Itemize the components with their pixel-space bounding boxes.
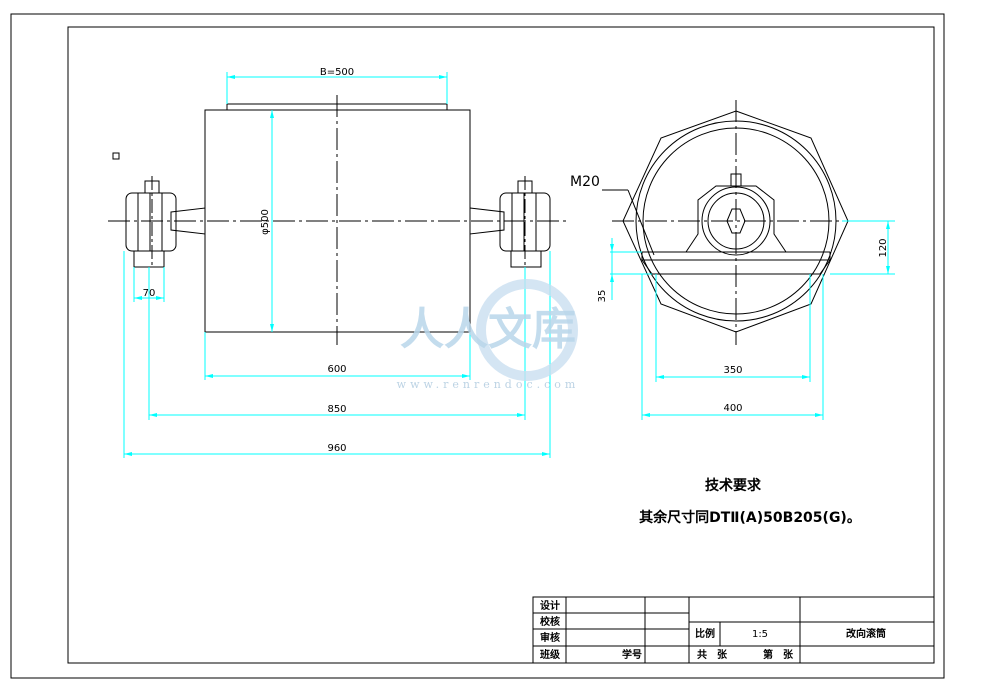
tb-student-no: 学号 [622, 648, 642, 661]
shaft-right [469, 207, 505, 235]
shaft-left [170, 207, 206, 235]
dim-hub-width: 70 [143, 288, 156, 299]
dim-bearing-span: 850 [327, 404, 346, 415]
front-view [108, 95, 566, 345]
right-bearing-housing [499, 176, 551, 268]
side-dimensions [610, 220, 895, 420]
dim-center-height: 120 [878, 238, 889, 257]
tb-design: 设计 [540, 599, 560, 612]
tb-scale-value: 1:5 [752, 629, 768, 640]
watermark: 人人文库 www.renrendoc.com [397, 279, 580, 391]
watermark-logo-ring [476, 279, 578, 381]
small-marker [112, 152, 120, 160]
tb-drawing-name: 改向滚筒 [846, 627, 886, 640]
left-bearing-housing [125, 176, 177, 268]
dim-base-length: 400 [723, 403, 742, 414]
side-dim-arrows [610, 221, 890, 417]
base-plate [641, 259, 831, 275]
dim-overall-length: 960 [327, 443, 346, 454]
watermark-text: 人人文库 [400, 304, 576, 355]
dim-belt-width: B=500 [320, 67, 354, 78]
inner-border [67, 26, 935, 664]
dim-drum-length: 600 [327, 364, 346, 375]
watermark-url: www.renrendoc.com [397, 378, 580, 391]
notes-body: 其余尺寸同DTⅡ(A)50B205(G)。 [639, 509, 861, 526]
dim-drum-diameter: φ500 [260, 209, 271, 235]
dim-base-height: 35 [597, 290, 608, 303]
tb-check: 校核 [540, 615, 560, 628]
shaft-hexagon [726, 208, 746, 234]
tb-sheet-no: 第 张 [763, 648, 794, 661]
dim-bolt-spacing: 350 [723, 365, 742, 376]
outer-border [10, 13, 945, 679]
front-dim-arrows [124, 75, 550, 456]
bearing-inner-ring [707, 192, 765, 250]
tb-review: 审核 [540, 631, 560, 644]
bearing-outer-ring [701, 186, 771, 256]
tb-class: 班级 [540, 648, 561, 661]
front-dimensions [123, 72, 551, 458]
notes-title: 技术要求 [705, 477, 762, 494]
tb-total-sheets: 共 张 [697, 648, 728, 661]
title-block [532, 596, 935, 664]
side-view [602, 100, 860, 345]
grease-nipple [730, 173, 742, 187]
tb-scale-label: 比例 [695, 627, 715, 640]
label-bolt-size: M20 [570, 174, 600, 190]
